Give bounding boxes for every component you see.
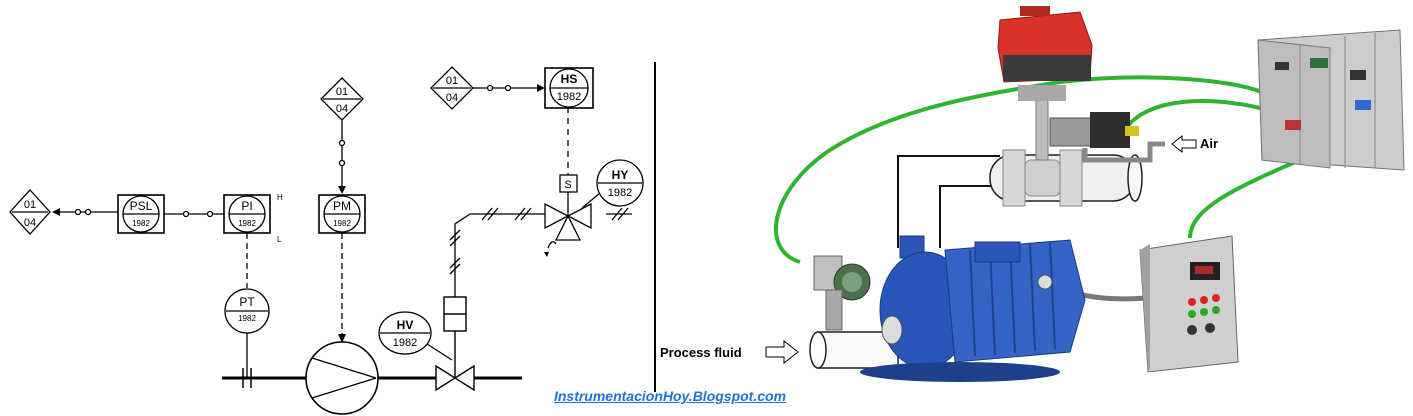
pressure-transmitter-photo bbox=[813, 255, 871, 331]
interlock-diamond-right bbox=[430, 66, 474, 110]
pm-number: 1982 bbox=[333, 219, 351, 228]
pi-number: 1982 bbox=[238, 219, 256, 228]
red-actuator bbox=[997, 6, 1093, 83]
interlock-right-bottom: 04 bbox=[446, 92, 458, 104]
pm-instrument bbox=[318, 194, 366, 234]
process-fluid-arrow bbox=[765, 339, 799, 365]
signal-line-interlock-pm bbox=[338, 120, 346, 188]
signal-line-interlock-hs bbox=[473, 84, 538, 92]
air-label: Air bbox=[1200, 136, 1218, 151]
pt-number: 1982 bbox=[238, 314, 256, 323]
control-cabinet bbox=[1257, 29, 1405, 171]
watermark-link[interactable]: InstrumentacionHoy.Blogspot.com bbox=[553, 388, 787, 404]
orifice-plate bbox=[242, 368, 252, 388]
hs-tag: HS bbox=[561, 72, 578, 86]
psl-instrument bbox=[117, 194, 165, 234]
hv-number: 1982 bbox=[393, 337, 417, 349]
pi-tag: PI bbox=[241, 199, 252, 213]
psl-number: 1982 bbox=[132, 219, 150, 228]
solenoid-valve-photo bbox=[1049, 112, 1165, 163]
interlock-middle-top: 01 bbox=[336, 86, 348, 98]
equipment-illustration: Air bbox=[660, 6, 1405, 382]
process-fluid-label: Process fluid bbox=[660, 345, 742, 360]
psl-tag: PSL bbox=[130, 199, 153, 213]
air-inlet-arrow bbox=[1171, 134, 1197, 154]
hy-number: 1982 bbox=[608, 187, 632, 199]
pm-tag: PM bbox=[333, 199, 351, 213]
hs-instrument bbox=[544, 67, 594, 109]
wires bbox=[897, 155, 1000, 248]
hv-tag: HV bbox=[397, 318, 414, 332]
interlock-middle-bottom: 04 bbox=[336, 103, 348, 115]
pump-symbol bbox=[305, 341, 379, 415]
interlock-diamond-left bbox=[9, 189, 51, 235]
arrow-head-pm bbox=[338, 186, 346, 194]
signal-line-psl-interlock bbox=[60, 208, 118, 216]
interlock-left-top: 01 bbox=[24, 199, 36, 211]
pt-tag: PT bbox=[239, 295, 255, 309]
pi-low-mark: L bbox=[277, 235, 282, 244]
hy-instrument bbox=[581, 159, 644, 209]
motor-control-panel bbox=[1139, 235, 1239, 373]
arrow-head-left bbox=[52, 208, 60, 216]
pid-labels: 01 04 01 04 01 04 PSL 1982 PI 1982 H L P… bbox=[24, 72, 632, 349]
control-valve-photo bbox=[989, 85, 1143, 207]
pid-diagram bbox=[9, 62, 656, 415]
hy-solenoid-valve bbox=[544, 192, 592, 257]
solenoid-tag: S bbox=[564, 179, 571, 191]
interlock-left-bottom: 04 bbox=[24, 217, 36, 229]
hv-control-valve bbox=[435, 296, 475, 392]
signal-line-pi-psl bbox=[164, 210, 224, 218]
hy-tag: HY bbox=[612, 168, 629, 182]
hs-number: 1982 bbox=[557, 91, 581, 103]
interlock-right-top: 01 bbox=[446, 75, 458, 87]
hv-instrument bbox=[378, 311, 453, 361]
pi-high-mark: H bbox=[277, 193, 283, 202]
centrifugal-pump-photo bbox=[860, 235, 1086, 382]
pneumatic-line bbox=[449, 207, 632, 297]
